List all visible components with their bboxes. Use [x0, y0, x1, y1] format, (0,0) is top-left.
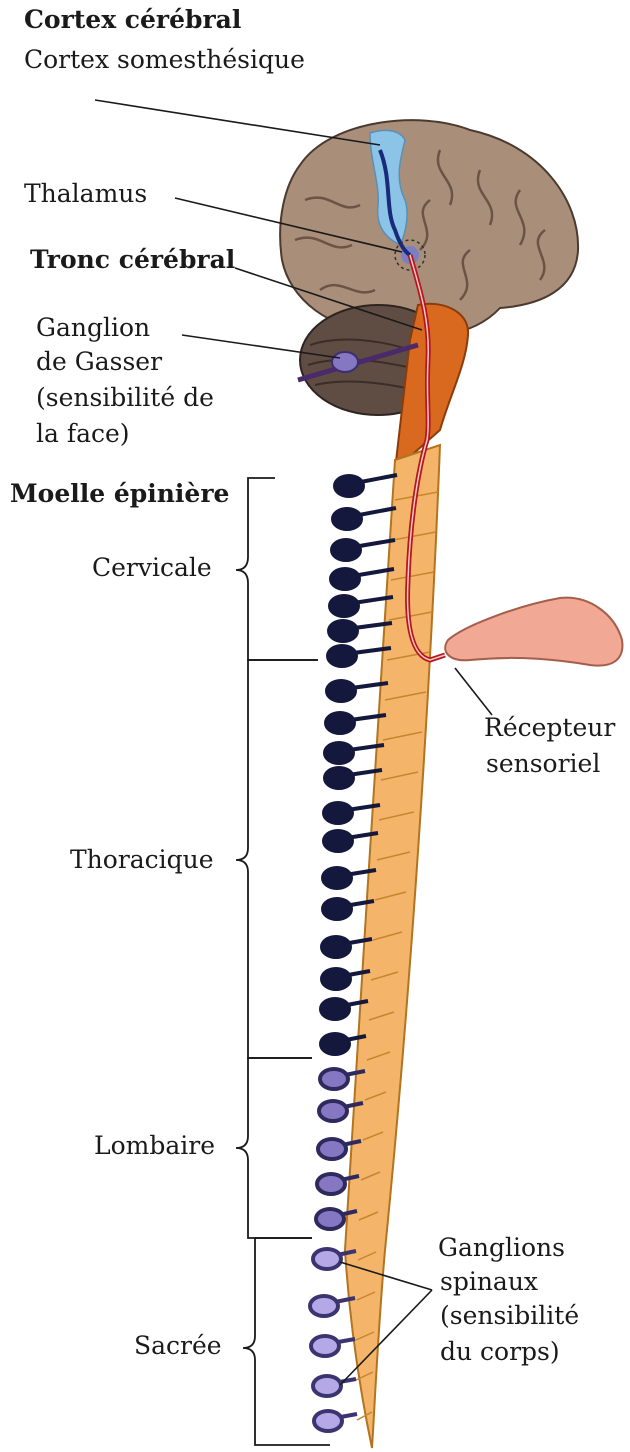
label-thalamus: Thalamus	[24, 178, 147, 210]
label-lombaire: Lombaire	[94, 1130, 215, 1162]
label-recepteur-2: sensoriel	[486, 748, 600, 780]
label-ganglion-gasser-2: de Gasser	[36, 346, 162, 378]
label-thoracique: Thoracique	[70, 844, 214, 876]
label-cortex-cerebral: Cortex cérébral	[24, 4, 241, 36]
label-ganglions-spinaux-1: Ganglions	[438, 1232, 565, 1264]
label-tronc-cerebral: Tronc cérébral	[30, 244, 235, 276]
label-ganglions-spinaux-3: (sensibilité	[440, 1300, 579, 1332]
label-sacree: Sacrée	[134, 1330, 222, 1362]
label-cervicale: Cervicale	[92, 552, 212, 584]
label-ganglion-gasser-1: Ganglion	[36, 312, 150, 344]
label-recepteur-1: Récepteur	[484, 712, 615, 744]
finger-illustration	[445, 598, 622, 666]
label-cortex-somesthesique: Cortex somesthésique	[24, 44, 305, 76]
label-ganglions-spinaux-4: du corps)	[440, 1336, 560, 1368]
label-moelle-epiniere: Moelle épinière	[10, 478, 229, 510]
label-ganglion-gasser-4: la face)	[36, 418, 130, 450]
label-ganglion-gasser-3: (sensibilité de	[36, 382, 214, 414]
label-ganglions-spinaux-2: spinaux	[440, 1266, 538, 1298]
